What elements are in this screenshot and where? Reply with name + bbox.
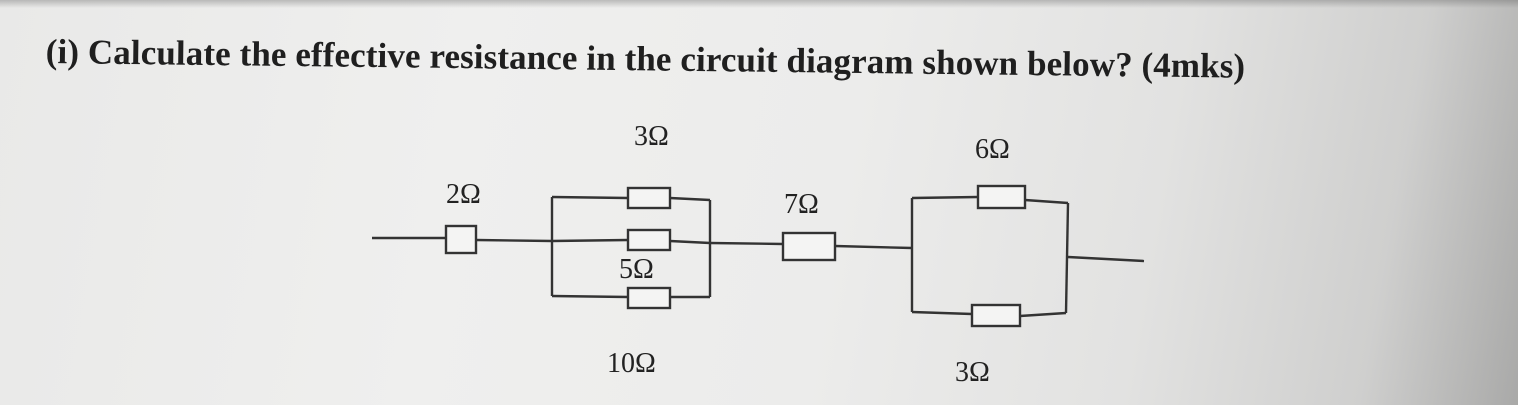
wire-block1-top-right — [669, 196, 711, 202]
resistors — [444, 184, 1027, 328]
resistor-6ohm — [976, 184, 1027, 210]
wire-block2-top-right — [1024, 198, 1069, 205]
top-edge-shadow — [0, 0, 1518, 8]
wire-block2-bot-left — [911, 310, 973, 316]
resistor-5ohm — [626, 228, 672, 252]
circuit-wires — [372, 195, 1145, 318]
resistor-labels: 2Ω 3Ω 5Ω 10Ω 7Ω 6Ω 3Ω — [446, 121, 1010, 388]
wire-block2-top-left — [911, 195, 979, 200]
label-7ohm: 7Ω — [784, 189, 819, 220]
label-10ohm: 10Ω — [607, 348, 656, 379]
wire-block1-bot-left — [551, 294, 629, 299]
wire-7ohm-to-block2 — [834, 244, 913, 250]
label-2ohm: 2Ω — [446, 179, 481, 210]
resistor-2ohm — [444, 224, 478, 255]
resistor-3ohm-top — [626, 186, 672, 210]
wire-block1-mid-right — [669, 239, 711, 245]
label-3ohm-top: 3Ω — [634, 121, 669, 152]
label-3ohm-bottom: 3Ω — [955, 357, 990, 388]
resistor-10ohm — [626, 286, 672, 310]
label-5ohm: 5Ω — [619, 254, 654, 285]
resistor-3ohm-bottom — [970, 303, 1022, 328]
resistor-7ohm — [781, 231, 837, 262]
wire-block1-mid-left — [551, 238, 629, 243]
wire-block2-right-rail — [1064, 202, 1070, 314]
wire-output-lead — [1067, 255, 1145, 263]
wire-block1-top-left — [551, 195, 629, 200]
wire-block1-to-7ohm — [709, 241, 784, 246]
label-6ohm: 6Ω — [975, 134, 1010, 165]
wire-block2-bot-right — [1019, 311, 1067, 318]
wire-2ohm-to-block — [475, 238, 553, 243]
